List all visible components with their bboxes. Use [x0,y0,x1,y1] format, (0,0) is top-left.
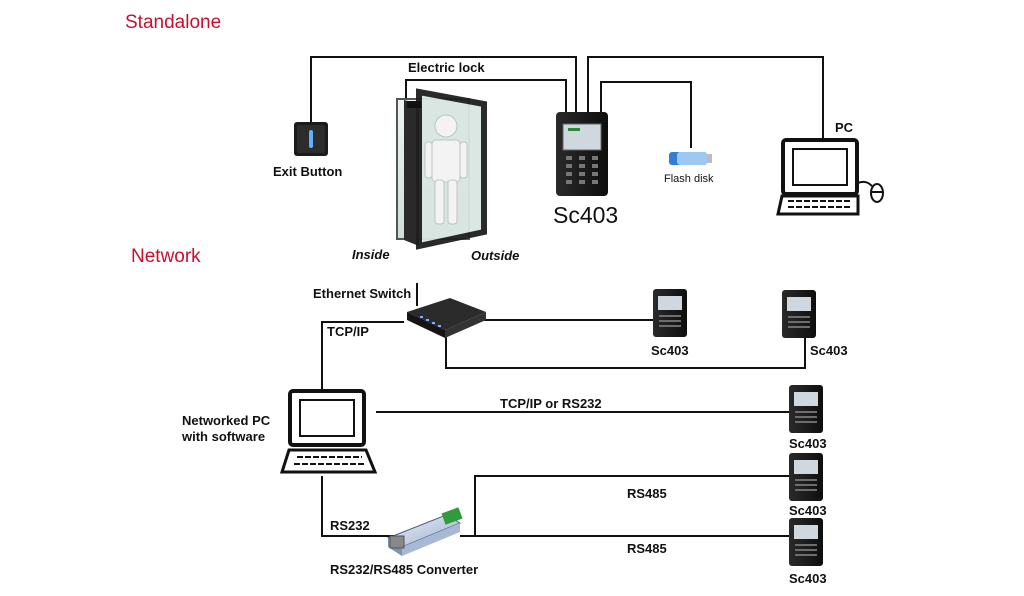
exit-button-label: Exit Button [273,164,343,179]
flash-disk-icon [669,152,712,165]
standalone-device-label: Sc403 [553,202,619,228]
network-terminals [653,289,823,566]
networked-pc-label-line2: with software [182,429,266,444]
ethernet-switch-label: Ethernet Switch [313,286,412,301]
rs232-label: RS232 [330,518,370,533]
network-wires [321,283,806,537]
outside-label: Outside [471,248,520,263]
networked-pc-icon [279,389,378,474]
standalone-section-title: Standalone [125,12,222,33]
device-label: Sc403 [789,503,827,518]
access-terminal-icon [782,290,816,338]
access-terminal-icon [556,112,608,196]
ethernet-switch-icon [407,298,486,338]
inside-label: Inside [352,247,390,262]
exit-button-icon [294,122,328,156]
rs485-label-a: RS485 [627,486,667,501]
electric-lock-label: Electric lock [408,60,485,75]
person-icon [424,114,468,225]
converter-icon [386,507,463,556]
converter-label: RS232/RS485 Converter [330,562,479,577]
access-terminal-icon [789,453,823,501]
tcp-ip-label: TCP/IP [327,324,369,339]
tcp-ip-or-rs232-label: TCP/IP or RS232 [500,396,602,411]
access-terminal-icon [789,518,823,566]
device-label: Sc403 [810,343,848,358]
access-terminal-icon [789,385,823,433]
networked-pc-label-line1: Networked PC [182,413,271,428]
pc-label: PC [835,120,854,135]
device-label: Sc403 [789,571,827,586]
mouse-icon [857,180,884,203]
standalone-wires [310,56,824,148]
network-section-title: Network [131,246,201,267]
device-label: Sc403 [789,436,827,451]
access-terminal-icon [653,289,687,337]
device-label: Sc403 [651,343,689,358]
pc-icon [776,138,860,216]
rs485-label-b: RS485 [627,541,667,556]
flash-disk-label: Flash disk [664,173,714,185]
